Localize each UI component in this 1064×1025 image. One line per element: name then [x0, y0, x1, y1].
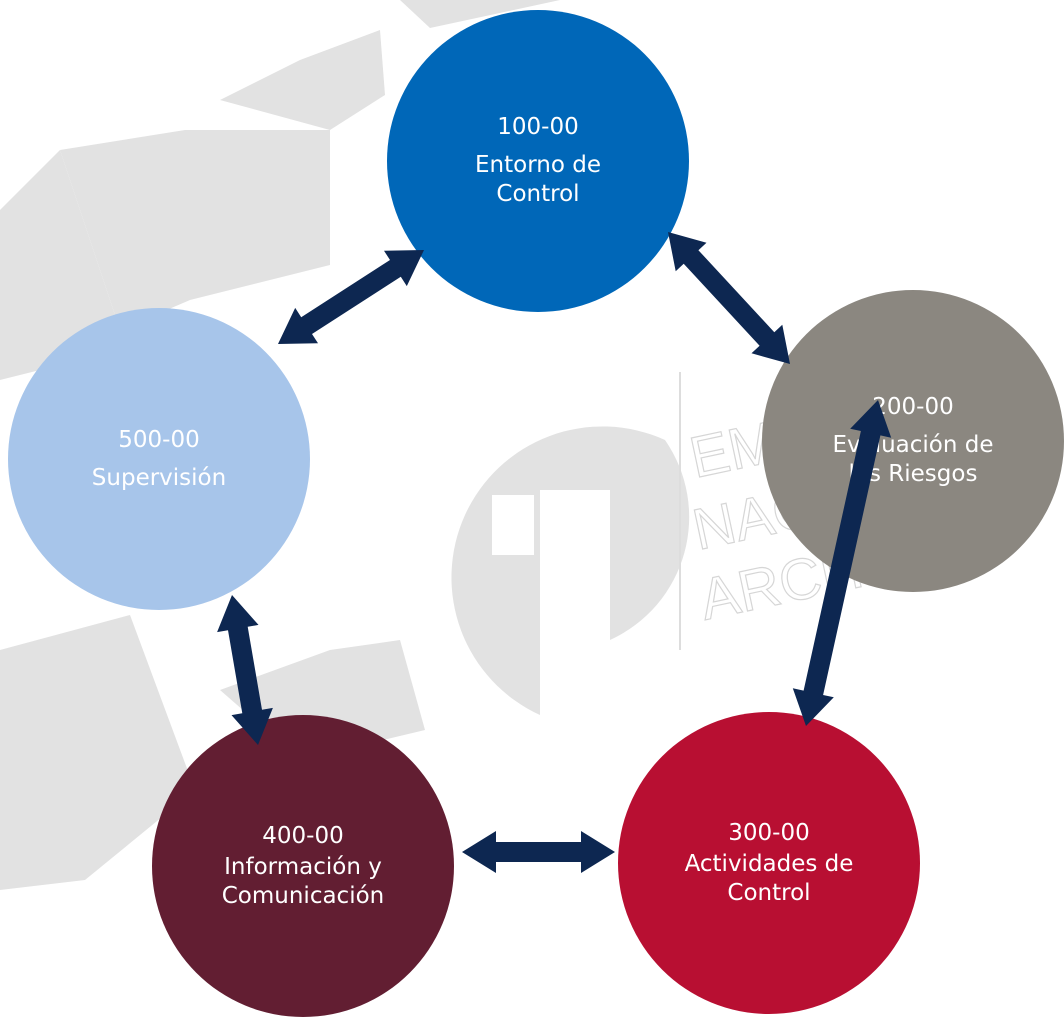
node-supervision: 500-00 Supervisión — [8, 308, 310, 610]
arrow-300-400 — [462, 831, 615, 873]
node-title: Entorno de Control — [475, 152, 601, 207]
node-code: 500-00 — [118, 426, 200, 453]
node-title: Información y Comunicación — [221, 853, 385, 909]
watermark-top-letters — [0, 0, 560, 380]
node-actividades-de-control: 300-00 Actividades de Control — [618, 712, 920, 1014]
node-code: 300-00 — [728, 819, 810, 846]
node-title: Actividades de Control — [684, 850, 854, 906]
arrow-500-100 — [278, 250, 424, 344]
arrow-500-400 — [217, 595, 273, 745]
node-entorno-de-control: 100-00 Entorno de Control — [387, 10, 689, 312]
arrow-200-300 — [792, 400, 892, 726]
node-evaluacion-de-los-riesgos: 200-00 Evaluación de los Riesgos — [762, 290, 1064, 592]
node-code: 400-00 — [262, 822, 344, 849]
node-code: 200-00 — [872, 394, 954, 420]
arrow-100-200 — [668, 232, 790, 364]
node-informacion-y-comunicacion: 400-00 Información y Comunicación — [152, 715, 454, 1017]
node-title: Supervisión — [91, 464, 227, 491]
node-code: 100-00 — [497, 114, 579, 140]
